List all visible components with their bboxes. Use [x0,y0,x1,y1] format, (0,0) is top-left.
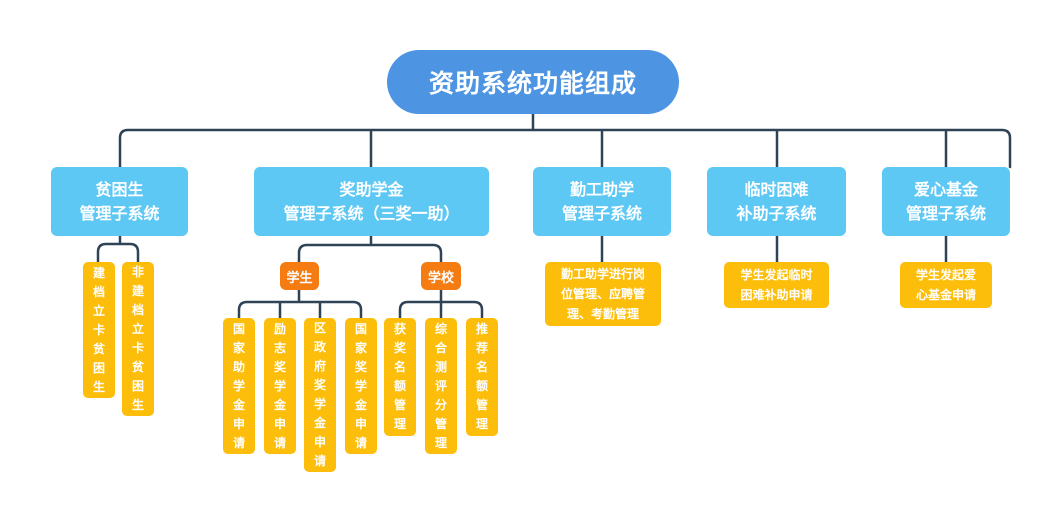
leaf-inspirational-scholarship-application: 励志奖学金申请 [264,318,296,454]
scholarship-connector [297,234,443,264]
student-group-connector [237,288,363,320]
subsystem-scholarship: 奖助学金 管理子系统（三奖一助） [254,167,489,236]
root-connector [118,112,1012,169]
subsystem-work-study: 勤工助学 管理子系统 [533,167,671,236]
root-title: 资助系统功能组成 [387,50,679,114]
leaf-national-scholarship-application: 国家奖学金申请 [345,318,377,454]
leaf-award-quota-management: 获奖名额管理 [384,318,416,436]
leaf-evaluation-score-management: 综合测评分管理 [425,318,457,454]
leaf-district-scholarship-application: 区政府奖学金申请 [304,318,336,472]
leaf-registered-poor-student: 建档立卡贫困生 [83,262,115,398]
leaf-charity-fund-application: 学生发起爱 心基金申请 [900,262,992,308]
poor-student-connector [96,234,140,264]
leaf-recommendation-quota-management: 推荐名额管理 [466,318,498,436]
leaf-unregistered-poor-student: 非建档立卡贫困生 [122,262,154,416]
subsystem-temporary-aid: 临时困难 补助子系统 [707,167,846,236]
leaf-temporary-aid-application: 学生发起临时 困难补助申请 [724,262,829,308]
school-group-connector [398,288,484,320]
group-tag-school: 学校 [421,262,461,290]
leaf-national-grant-application: 国家助学金申请 [223,318,255,454]
subsystem-charity-fund: 爱心基金 管理子系统 [882,167,1010,236]
subsystem-poor-student: 贫困生 管理子系统 [51,167,188,236]
group-tag-student: 学生 [280,262,319,290]
leaf-work-study-management: 勤工助学进行岗 位管理、应聘管 理、考勤管理 [545,262,661,326]
